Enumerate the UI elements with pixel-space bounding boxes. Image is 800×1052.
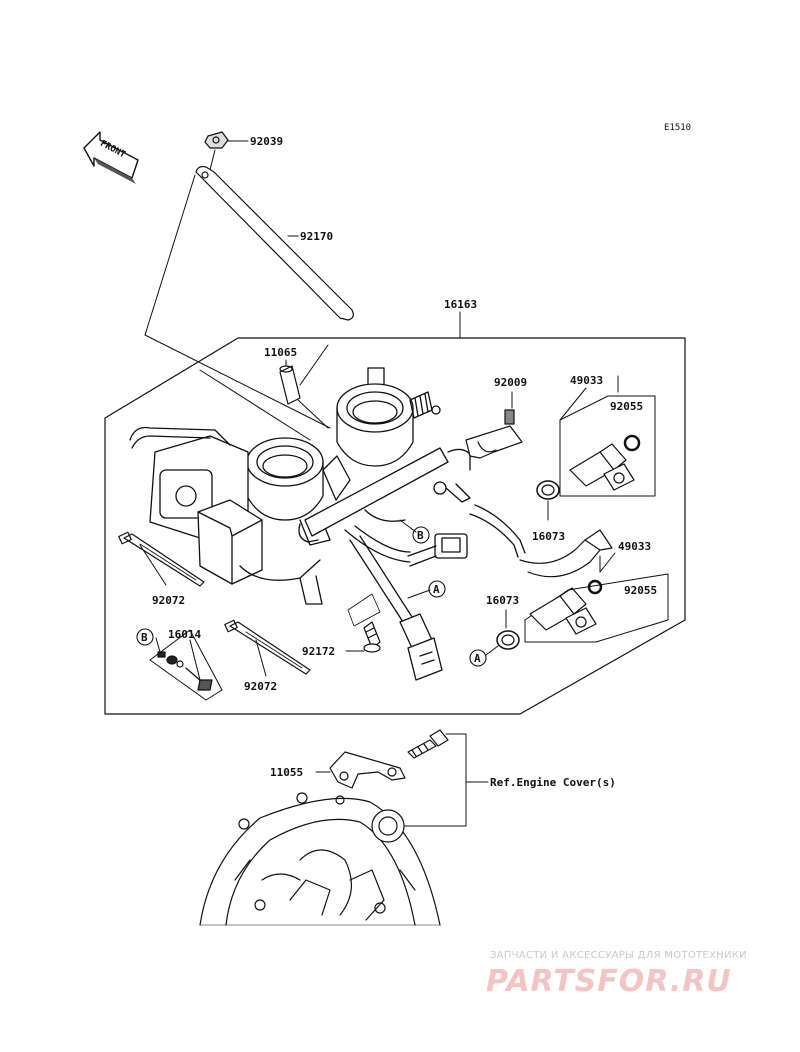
marker-b-2	[136, 628, 154, 646]
seal-16073-upper	[536, 480, 560, 521]
strap-92170	[195, 165, 354, 321]
callout-11065: 11065	[264, 346, 297, 359]
bolt	[407, 729, 449, 759]
bracket-92009	[465, 391, 523, 459]
callout-92072-right: 92072	[244, 680, 277, 693]
assembly-boundary	[104, 337, 686, 715]
diagram-code: E1510	[664, 123, 691, 133]
callout-16073-upper: 16073	[532, 530, 565, 543]
nut-92039	[204, 131, 249, 171]
marker-b-1	[412, 526, 430, 544]
marker-a-1	[428, 580, 446, 598]
marker-b-1-label: B	[417, 529, 424, 542]
watermark-tagline: ЗАПЧАСТИ И АКСЕССУАРЫ ДЛЯ МОТОТЕХНИКИ	[490, 950, 747, 961]
cable-tie-92072-right	[224, 619, 311, 675]
engine-cover	[199, 792, 441, 926]
callout-16073-lower: 16073	[486, 594, 519, 607]
bracket-11055	[315, 751, 406, 789]
front-arrow-icon	[83, 131, 139, 184]
watermark-logo: PARTSFOR.RU	[486, 964, 732, 999]
seal-16073-lower	[496, 609, 520, 650]
callout-11055: 11055	[270, 766, 303, 779]
callout-92170: 92170	[300, 230, 333, 243]
marker-a-2-label: A	[474, 652, 481, 665]
callout-92009: 92009	[494, 376, 527, 389]
callout-16014: 16014	[168, 628, 201, 641]
callout-92172: 92172	[302, 645, 335, 658]
callout-16163: 16163	[444, 298, 477, 311]
marker-a-1-label: A	[433, 583, 440, 596]
screw-set-16014	[149, 629, 223, 701]
callout-92039: 92039	[250, 135, 283, 148]
callout-49033-lower: 49033	[618, 540, 651, 553]
front-label: FRONT	[98, 139, 127, 161]
callout-92072-left: 92072	[152, 594, 185, 607]
callout-ref-engine-cover: Ref.Engine Cover(s)	[490, 776, 616, 789]
screw-92172	[345, 593, 381, 653]
callout-49033-upper: 49033	[570, 374, 603, 387]
callout-92055-lower: 92055	[624, 584, 657, 597]
cable-tie-92072-left	[118, 531, 205, 587]
marker-a-2	[469, 649, 487, 667]
injector-49033-lower	[519, 529, 669, 643]
marker-b-2-label: B	[141, 631, 148, 644]
throttle-body	[129, 367, 526, 681]
pin-11065	[279, 359, 329, 429]
injector-49033-upper	[559, 375, 656, 497]
callout-92055-upper: 92055	[610, 400, 643, 413]
